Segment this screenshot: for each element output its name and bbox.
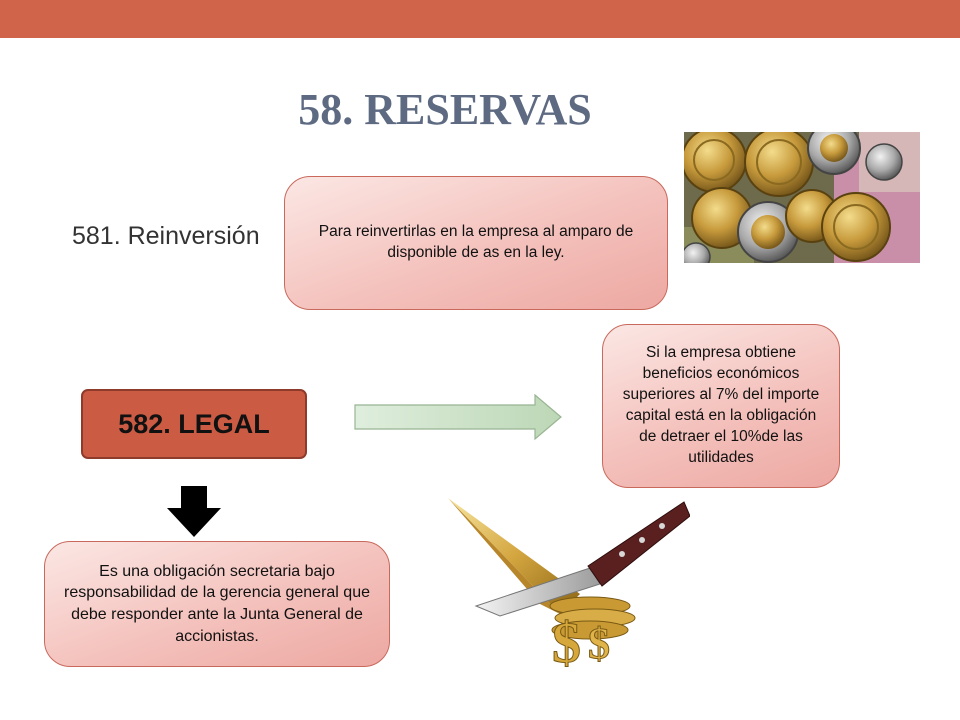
svg-text:$: $ (552, 610, 581, 669)
svg-text:$: $ (588, 619, 610, 668)
reinversion-description-box: Para reinvertirlas en la empresa al ampa… (284, 176, 668, 310)
legal-obligation-text: Es una obligación secretaria bajo respon… (64, 562, 370, 645)
legal-condition-text: Si la empresa obtiene beneficios económi… (622, 344, 820, 466)
legal-obligation-box: Es una obligación secretaria bajo respon… (44, 541, 390, 667)
arrow-down-icon (167, 486, 221, 537)
reinversion-description-text: Para reinvertirlas en la empresa al ampa… (318, 223, 634, 261)
knife-cutting-gold-image: $ $ (448, 498, 690, 669)
arrow-right-icon (354, 394, 562, 441)
item-582-label: 582. LEGAL (118, 408, 270, 439)
item-582-legal-box: 582. LEGAL (81, 389, 307, 459)
item-581-label: 581. Reinversión (72, 222, 260, 250)
coins-image (684, 132, 920, 263)
legal-condition-box: Si la empresa obtiene beneficios económi… (602, 324, 840, 488)
slide-title: 58. RESERVAS (298, 85, 592, 134)
accent-bar (0, 0, 960, 38)
